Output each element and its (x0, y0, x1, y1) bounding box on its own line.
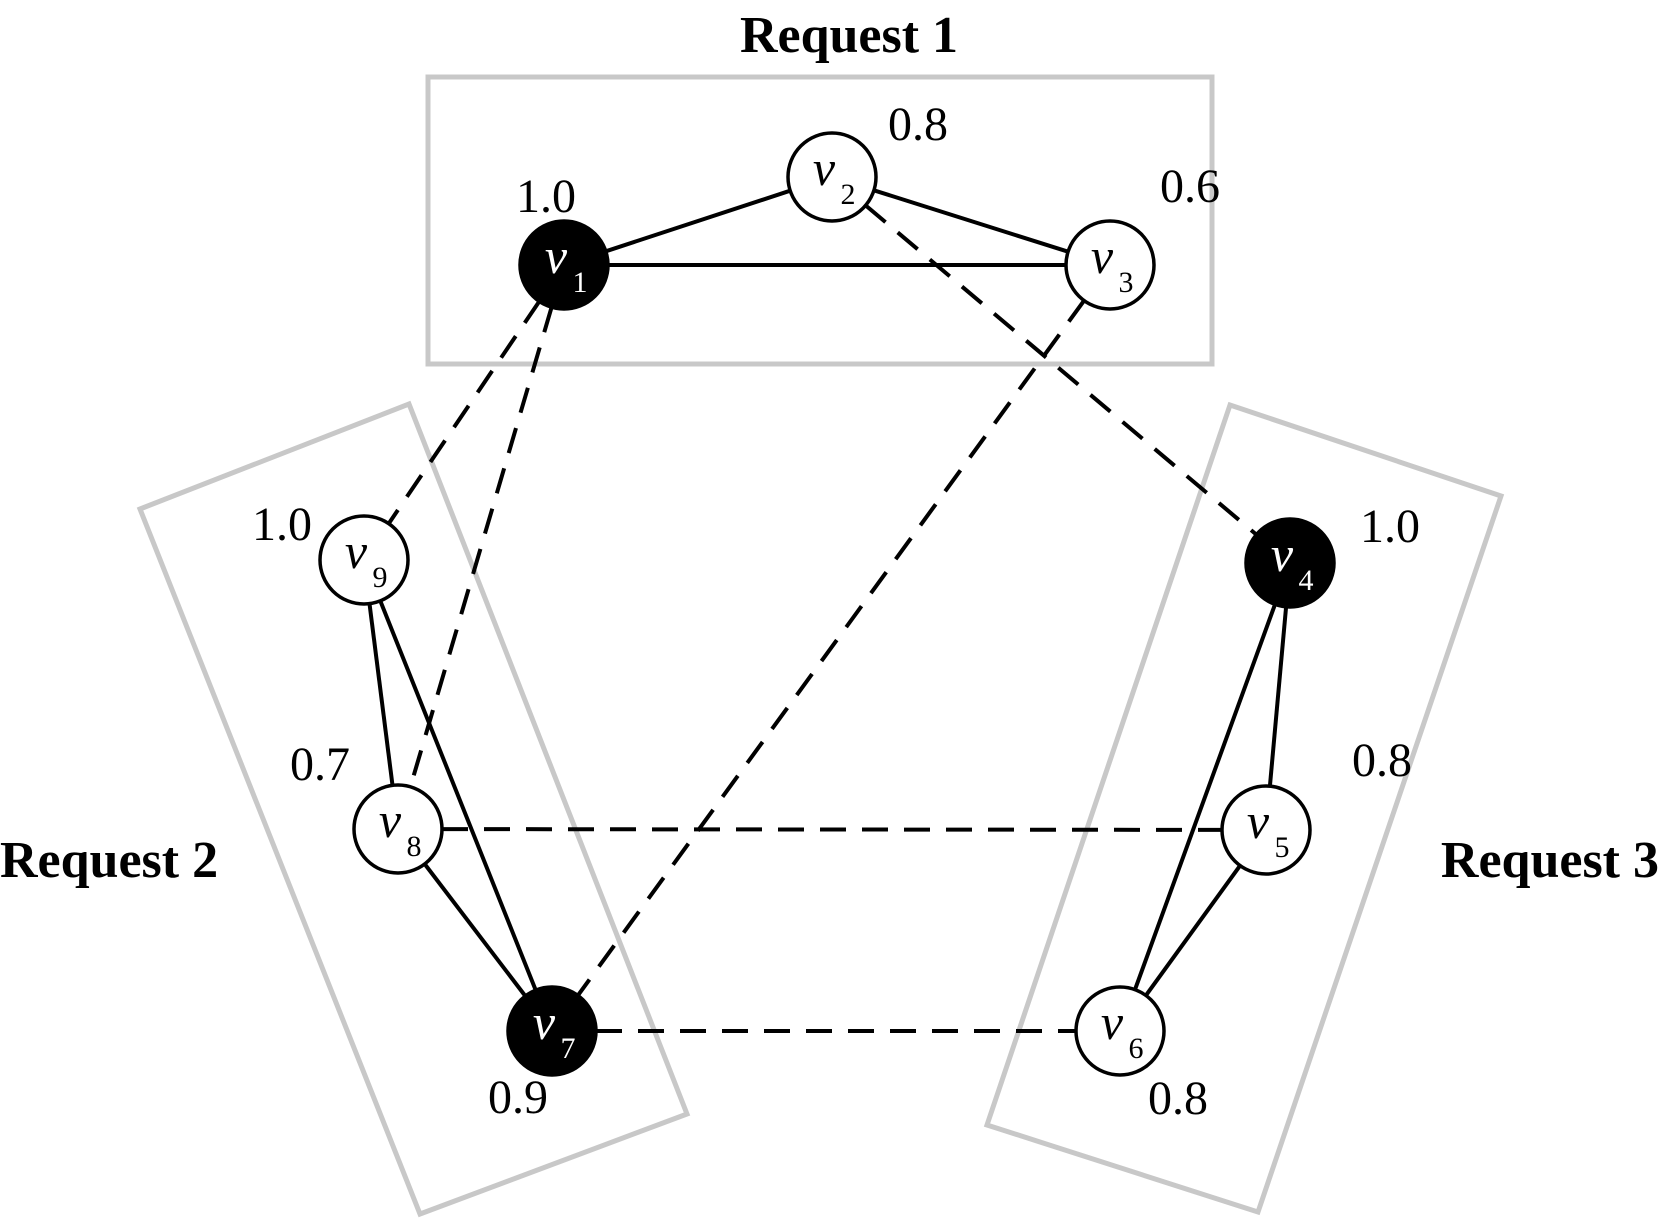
edge-v9-v8-solid (367, 603, 395, 786)
node-circle-v1 (518, 219, 610, 311)
request-label-r3: Request 3 (1441, 832, 1659, 889)
edge-v2-v4-dashed (864, 203, 1258, 537)
node-subscript-v1: 1 (573, 266, 588, 299)
node-weight-v7: 0.9 (488, 1071, 548, 1124)
node-label-v2: v (813, 140, 836, 196)
node-subscript-v7: 7 (561, 1032, 576, 1065)
node-label-v5: v (1247, 793, 1270, 849)
node-label-v8: v (379, 792, 402, 848)
edge-v5-v6-solid (1144, 864, 1242, 997)
node-weight-v9: 1.0 (252, 498, 312, 551)
node-circle-v6 (1074, 985, 1166, 1077)
edge-v4-v6-solid (1133, 603, 1277, 991)
request-box-r3 (983, 401, 1505, 1216)
edge-v3-v7-dashed (576, 299, 1086, 997)
node-circle-v5 (1220, 784, 1312, 876)
node-label-v1: v (545, 228, 568, 284)
node-circle-v4 (1244, 517, 1336, 609)
node-subscript-v4: 4 (1299, 564, 1314, 597)
node-subscript-v6: 6 (1129, 1032, 1144, 1065)
node-weight-v5: 0.8 (1352, 734, 1412, 787)
node-subscript-v9: 9 (373, 561, 388, 594)
edge-v4-v5-solid (1267, 606, 1289, 787)
edge-v1-v2-solid (605, 188, 791, 254)
node-weight-v8: 0.7 (290, 738, 350, 791)
edge-v8-v7-solid (423, 862, 527, 998)
node-subscript-v2: 2 (841, 178, 856, 211)
request-box-r2 (136, 400, 691, 1218)
node-circle-v7 (506, 985, 598, 1077)
node-subscript-v8: 8 (407, 830, 422, 863)
node-weight-v1: 1.0 (516, 170, 576, 223)
request-box-r1 (425, 74, 1215, 367)
edge-v9-v7-solid (378, 600, 538, 991)
edge-v1-v9-dashed (387, 300, 541, 525)
node-weight-v3: 0.6 (1160, 160, 1220, 213)
node-circle-v8 (352, 783, 444, 875)
node-circle-v2 (786, 131, 878, 223)
node-subscript-v5: 5 (1275, 831, 1290, 864)
edge-v8-v5-dashed (441, 827, 1223, 832)
request-label-r1: Request 1 (740, 7, 958, 64)
node-weight-v2: 0.8 (888, 98, 948, 151)
node-label-v9: v (345, 523, 368, 579)
edge-v2-v3-solid (873, 188, 1069, 254)
node-label-v4: v (1271, 526, 1294, 582)
node-label-v6: v (1101, 994, 1124, 1050)
node-weight-v6: 0.8 (1148, 1072, 1208, 1125)
node-circle-v3 (1064, 219, 1156, 311)
node-label-v7: v (533, 994, 556, 1050)
node-label-v3: v (1091, 228, 1114, 284)
node-circle-v9 (318, 514, 410, 606)
node-weight-v4: 1.0 (1360, 500, 1420, 553)
node-subscript-v3: 3 (1119, 266, 1134, 299)
request-label-r2: Request 2 (0, 832, 218, 889)
